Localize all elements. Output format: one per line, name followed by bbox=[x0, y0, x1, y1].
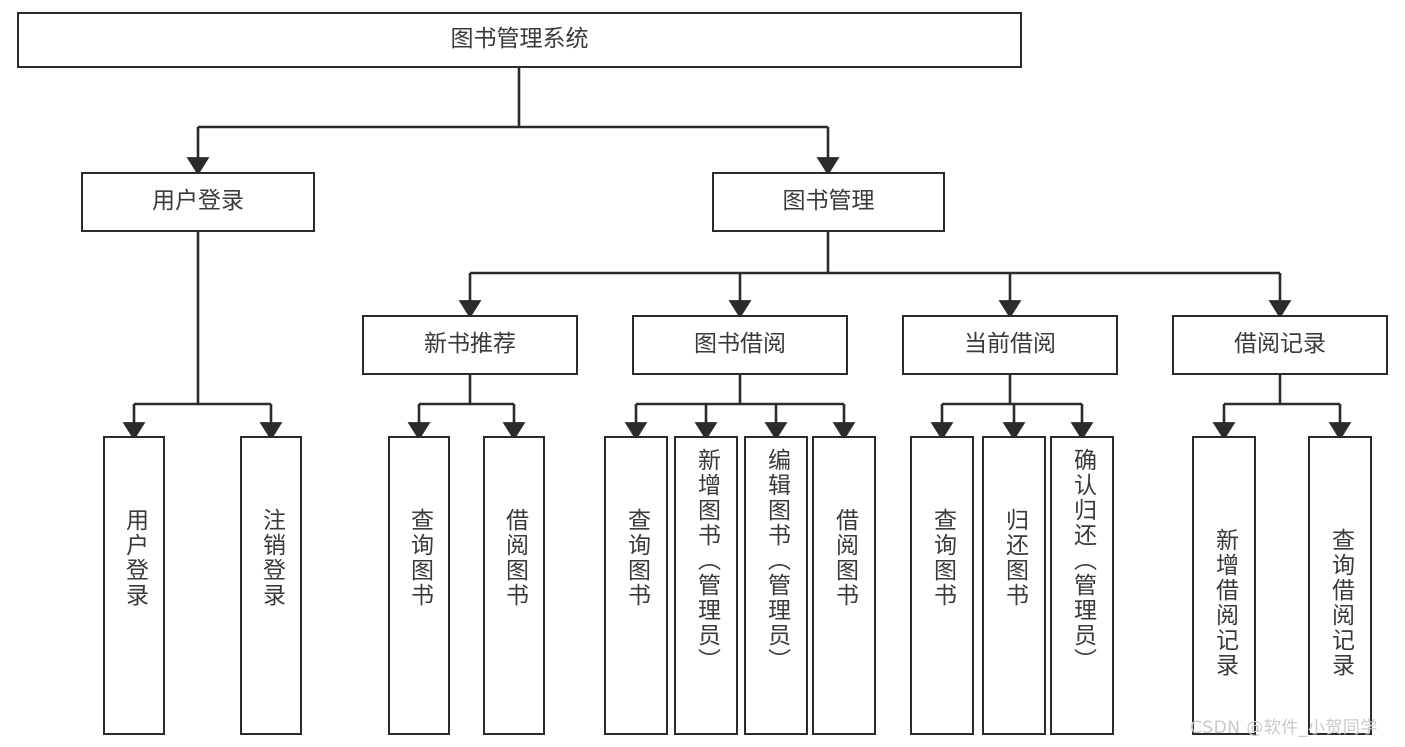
node-leaf-logout[interactable]: 注销登录 bbox=[240, 436, 302, 735]
node-current-borrow[interactable]: 当前借阅 bbox=[902, 315, 1118, 375]
node-label: 用户登录 bbox=[152, 188, 244, 215]
node-label: 借阅图书 bbox=[831, 508, 858, 608]
node-book-borrow[interactable]: 图书借阅 bbox=[632, 315, 848, 375]
node-leaf-query-borrow-record[interactable]: 查询借阅记录 bbox=[1308, 436, 1372, 735]
node-leaf-confirm-return[interactable]: 确认归还（管理员） bbox=[1050, 436, 1114, 735]
node-leaf-borrow-book[interactable]: 借阅图书 bbox=[812, 436, 876, 735]
edge-group-root bbox=[186, 68, 840, 176]
node-label: 查询图书 bbox=[406, 508, 433, 608]
node-label: 查询图书 bbox=[623, 508, 650, 608]
node-user-login[interactable]: 用户登录 bbox=[81, 172, 315, 232]
node-root-system[interactable]: 图书管理系统 bbox=[17, 12, 1022, 68]
watermark-credit: CSDN @软件_小贺同学 bbox=[1190, 718, 1378, 738]
node-label: 新增图书（管理员） bbox=[693, 448, 720, 673]
node-new-book-recommend[interactable]: 新书推荐 bbox=[362, 315, 578, 375]
node-label: 当前借阅 bbox=[964, 331, 1056, 358]
node-leaf-user-login[interactable]: 用户登录 bbox=[103, 436, 165, 735]
node-leaf-borrow-book-recommend[interactable]: 借阅图书 bbox=[483, 436, 545, 735]
edge-group-borrow-record bbox=[1212, 375, 1352, 441]
node-label: 借阅记录 bbox=[1234, 331, 1326, 358]
edge-group-user-login bbox=[122, 232, 283, 441]
edge-group-current-borrow bbox=[930, 375, 1094, 441]
edge-group-book-borrow bbox=[624, 375, 856, 441]
edge-group-book-management bbox=[458, 232, 1292, 319]
edge-group-new-book-recommend bbox=[407, 375, 526, 441]
node-label: 注销登录 bbox=[258, 508, 285, 608]
node-label: 编辑图书（管理员） bbox=[763, 448, 790, 673]
node-leaf-query-book-current[interactable]: 查询图书 bbox=[910, 436, 974, 735]
node-leaf-edit-book[interactable]: 编辑图书（管理员） bbox=[744, 436, 808, 735]
node-label: 归还图书 bbox=[1001, 508, 1028, 608]
node-label: 查询借阅记录 bbox=[1327, 528, 1354, 678]
node-book-management[interactable]: 图书管理 bbox=[712, 172, 945, 232]
node-label: 图书管理系统 bbox=[450, 26, 589, 53]
node-leaf-add-book[interactable]: 新增图书（管理员） bbox=[674, 436, 738, 735]
node-label: 新书推荐 bbox=[424, 331, 516, 358]
node-label: 确认归还（管理员） bbox=[1069, 448, 1096, 673]
node-label: 用户登录 bbox=[121, 508, 148, 608]
node-label: 新增借阅记录 bbox=[1211, 528, 1238, 678]
node-leaf-query-book-borrow[interactable]: 查询图书 bbox=[604, 436, 668, 735]
node-label: 图书管理 bbox=[782, 188, 875, 215]
node-label: 借阅图书 bbox=[501, 508, 528, 608]
node-leaf-return-book[interactable]: 归还图书 bbox=[982, 436, 1046, 735]
node-label: 查询图书 bbox=[929, 508, 956, 608]
node-borrow-record[interactable]: 借阅记录 bbox=[1172, 315, 1388, 375]
node-label: 图书借阅 bbox=[694, 331, 786, 358]
node-leaf-add-borrow-record[interactable]: 新增借阅记录 bbox=[1192, 436, 1256, 735]
node-leaf-query-book-recommend[interactable]: 查询图书 bbox=[388, 436, 450, 735]
